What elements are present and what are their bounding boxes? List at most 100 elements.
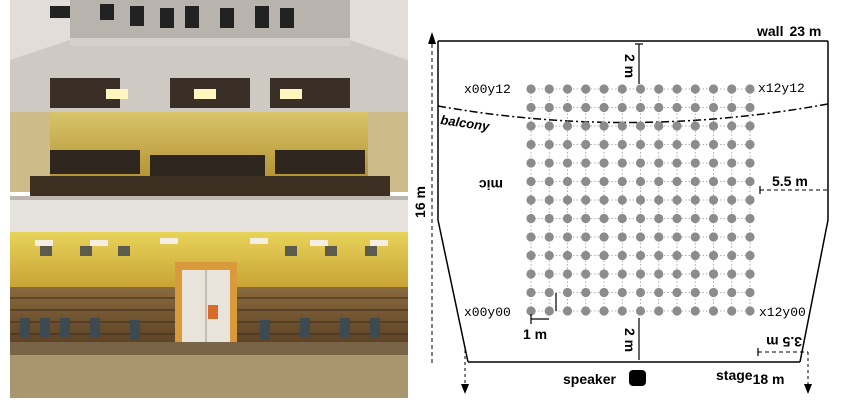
mic-position-dot — [727, 102, 737, 113]
mic-position-dot — [599, 195, 609, 205]
mic-position-dot — [544, 139, 554, 150]
mic-position-dot — [562, 213, 573, 224]
mic-position-dot — [672, 158, 682, 168]
mic-position-dot — [544, 102, 554, 113]
mic-position-dot — [654, 213, 664, 224]
mic-position-dot — [690, 213, 700, 224]
mic-position-dot — [544, 158, 554, 168]
mic-position-dot — [544, 213, 554, 224]
mic-position-dot — [599, 102, 609, 113]
mic-position-dot — [745, 306, 755, 316]
mic-position-dot — [544, 287, 554, 298]
mic-position-dot — [654, 195, 664, 205]
mic-position-dot — [654, 269, 664, 279]
mic-position-dot — [526, 102, 536, 113]
mic-position-dot — [745, 158, 755, 168]
mic-position-dot — [708, 121, 719, 131]
mic-position-dot — [690, 269, 700, 279]
mic-position-dot — [690, 84, 700, 94]
mic-position-dot — [727, 213, 737, 224]
mic-position-dot — [745, 250, 755, 261]
mic-position-dot — [672, 102, 682, 113]
mic-position-dot — [562, 287, 573, 298]
mic-position-dot — [727, 176, 737, 187]
mic-position-dot — [690, 306, 700, 316]
mic-position-dot — [727, 287, 737, 298]
mic-position-dot — [654, 250, 664, 261]
mic-position-dot — [635, 269, 646, 279]
mic-position-dot — [599, 158, 609, 168]
mic-position-dot — [617, 306, 627, 316]
corner-label-top-left: x00y12 — [464, 82, 511, 97]
mic-position-dot — [635, 232, 646, 242]
mic-position-dot — [526, 287, 536, 298]
mic-position-dot — [745, 232, 755, 242]
mic-position-dot — [544, 84, 554, 94]
mic-position-dot — [708, 176, 719, 187]
mic-position-dot — [617, 213, 627, 224]
mic-position-dot — [635, 195, 646, 205]
mic-position-dot — [672, 176, 682, 187]
mic-position-dot — [544, 250, 554, 261]
height-dimension-label: 16 m — [412, 186, 428, 218]
mic-position-dot — [581, 287, 591, 298]
mic-position-dot — [562, 232, 573, 242]
mic-position-dot — [672, 195, 682, 205]
mic-position-dot — [690, 287, 700, 298]
mic-position-dot — [617, 139, 627, 150]
mic-position-dot — [690, 195, 700, 205]
mic-position-dot — [617, 195, 627, 205]
mic-position-dot — [690, 158, 700, 168]
mic-position-dot — [617, 121, 627, 131]
mic-position-dot — [708, 306, 719, 316]
mic-position-dot — [617, 287, 627, 298]
side-gap-label: 5.5 m — [772, 173, 808, 189]
mic-position-dot — [672, 121, 682, 131]
mic-position-dot — [599, 213, 609, 224]
mic-position-dot — [745, 195, 755, 205]
mic-position-dot — [562, 306, 573, 316]
mic-position-dot — [562, 195, 573, 205]
mic-position-dot — [727, 232, 737, 242]
mic-position-dot — [581, 250, 591, 261]
mic-position-dot — [599, 287, 609, 298]
mic-position-dot — [672, 250, 682, 261]
mic-position-dot — [690, 121, 700, 131]
mic-position-dot — [672, 269, 682, 279]
mic-position-dot — [635, 139, 646, 150]
mic-position-dot — [544, 176, 554, 187]
mic-position-dot — [617, 84, 627, 94]
top-gap-label: 2 m — [622, 54, 638, 78]
mic-position-dot — [635, 158, 646, 168]
mic-position-dot — [581, 306, 591, 316]
mic-position-dot — [581, 158, 591, 168]
corner-label-bottom-right: x12y00 — [759, 305, 806, 320]
mic-position-dot — [745, 269, 755, 279]
mic-label: mic — [479, 177, 503, 193]
mic-position-dot — [708, 213, 719, 224]
mic-position-dot — [654, 139, 664, 150]
mic-position-dot — [526, 121, 536, 131]
mic-position-dot — [544, 269, 554, 279]
mic-position-dot — [654, 102, 664, 113]
mic-position-dot — [617, 158, 627, 168]
mic-position-dot — [526, 250, 536, 261]
mic-position-dot — [581, 121, 591, 131]
mic-position-dot — [708, 139, 719, 150]
stage-side-gap-label: 3.5 m — [766, 334, 802, 350]
mic-position-dot — [708, 250, 719, 261]
mic-position-dot — [544, 232, 554, 242]
mic-position-dot — [526, 195, 536, 205]
mic-position-dot — [708, 287, 719, 298]
mic-position-dot — [599, 306, 609, 316]
mic-position-dot — [635, 306, 646, 316]
mic-position-dot — [599, 269, 609, 279]
speaker-label: speaker — [563, 371, 616, 387]
mic-position-dot — [526, 176, 536, 187]
mic-position-dot — [526, 158, 536, 168]
mic-position-dot — [526, 232, 536, 242]
corner-label-bottom-left: x00y00 — [464, 305, 511, 320]
mic-position-dot — [599, 232, 609, 242]
mic-position-dot — [672, 287, 682, 298]
